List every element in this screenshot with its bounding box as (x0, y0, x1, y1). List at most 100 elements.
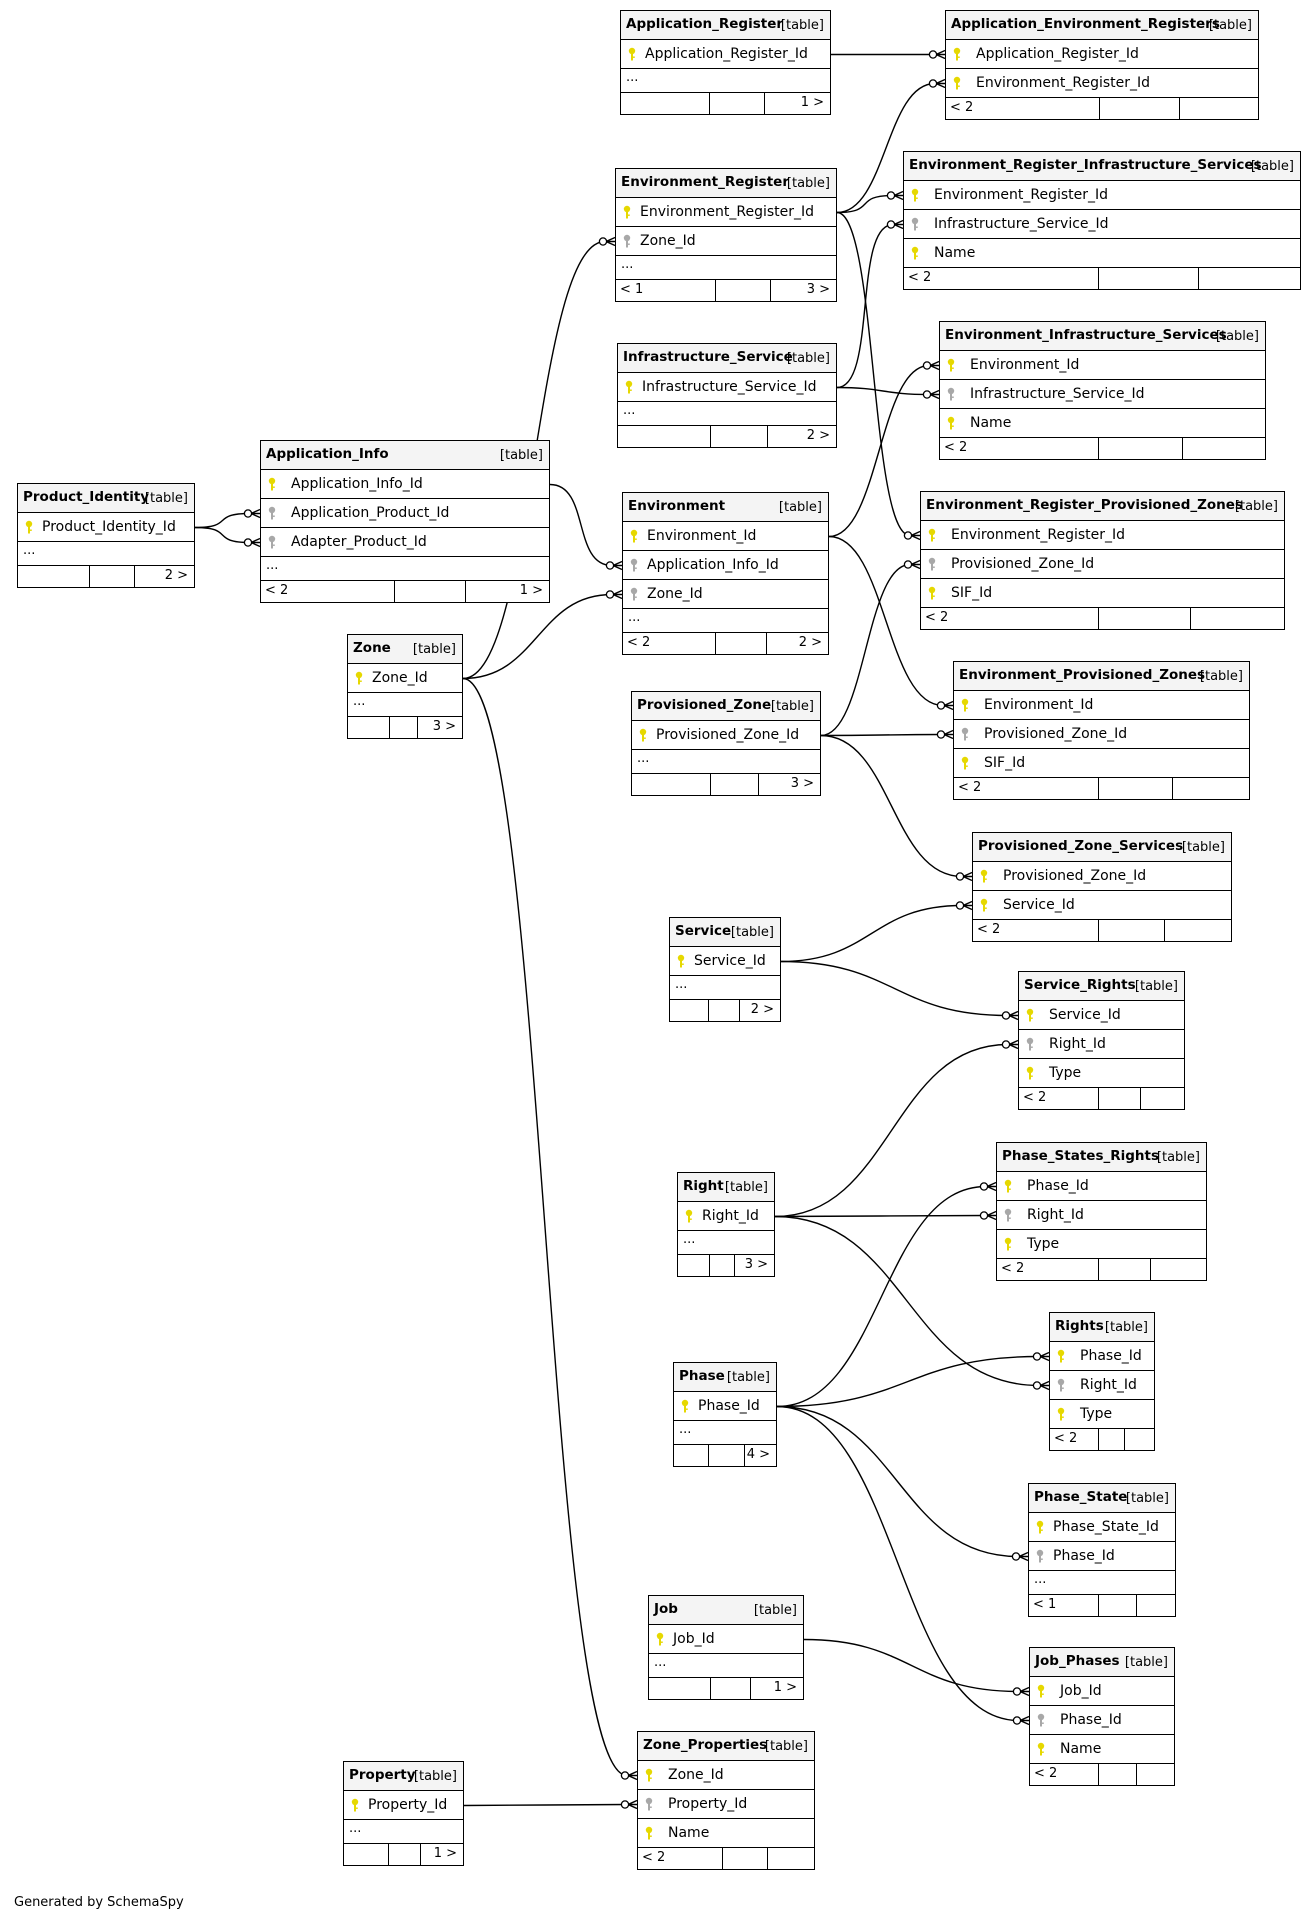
table-product-identity[interactable]: Product_Identity[table]Product_Identity_… (17, 483, 195, 588)
table-name[interactable]: Environment_Infrastructure_Services (945, 327, 1227, 343)
column-row[interactable]: Provisioned_Zone_Id (632, 721, 820, 750)
column-row[interactable]: Product_Identity_Id (18, 513, 194, 542)
table-name[interactable]: Product_Identity (23, 489, 150, 505)
column-row[interactable]: Name (940, 409, 1265, 438)
table-name[interactable]: Phase_State (1034, 1489, 1128, 1505)
child-count[interactable]: 3 > (744, 1257, 768, 1272)
parent-count[interactable]: < 2 (627, 635, 651, 650)
column-row[interactable]: Environment_Id (954, 691, 1249, 720)
table-environment-register-provisioned-zones[interactable]: Environment_Register_Provisioned_Zones[t… (920, 491, 1285, 630)
column-row[interactable]: Zone_Id (348, 664, 462, 693)
column-row[interactable]: Phase_Id (997, 1172, 1206, 1201)
column-row[interactable]: Phase_Id (1030, 1706, 1174, 1735)
table-name[interactable]: Rights (1055, 1318, 1104, 1334)
column-row[interactable]: Application_Register_Id (946, 40, 1258, 69)
column-row[interactable]: Name (1030, 1735, 1174, 1764)
table-name[interactable]: Service_Rights (1024, 977, 1136, 993)
table-name[interactable]: Application_Info (266, 446, 389, 462)
column-row[interactable]: Zone_Id (616, 227, 836, 256)
table-environment-register[interactable]: Environment_Register[table]Environment_R… (615, 168, 837, 302)
parent-count[interactable]: < 2 (950, 100, 974, 115)
table-name[interactable]: Right (683, 1178, 724, 1194)
column-row[interactable]: Environment_Register_Id (616, 198, 836, 227)
parent-count[interactable]: < 2 (1054, 1431, 1078, 1446)
child-count[interactable]: 1 > (800, 95, 824, 110)
column-row[interactable]: Phase_State_Id (1029, 1513, 1175, 1542)
column-row[interactable]: Right_Id (1019, 1030, 1184, 1059)
table-name[interactable]: Environment (628, 498, 726, 514)
table-provisioned-zone[interactable]: Provisioned_Zone[table]Provisioned_Zone_… (631, 691, 821, 796)
parent-count[interactable]: < 2 (1034, 1766, 1058, 1781)
table-job[interactable]: Job[table]Job_Id...1 > (648, 1595, 804, 1700)
parent-count[interactable]: < 2 (944, 440, 968, 455)
column-row[interactable]: Property_Id (344, 1791, 463, 1820)
column-row[interactable]: Right_Id (997, 1201, 1206, 1230)
column-row[interactable]: Application_Info_Id (623, 551, 828, 580)
table-name[interactable]: Provisioned_Zone (637, 697, 772, 713)
table-property[interactable]: Property[table]Property_Id...1 > (343, 1761, 464, 1866)
column-row[interactable]: Phase_Id (1050, 1342, 1154, 1371)
parent-count[interactable]: < 2 (642, 1850, 666, 1865)
table-name[interactable]: Job (654, 1601, 678, 1617)
column-row[interactable]: Right_Id (678, 1202, 774, 1231)
column-row[interactable]: Application_Register_Id (621, 40, 830, 69)
column-row[interactable]: Type (1019, 1059, 1184, 1088)
column-row[interactable]: Provisioned_Zone_Id (973, 862, 1231, 891)
table-zone[interactable]: Zone[table]Zone_Id...3 > (347, 634, 463, 739)
column-row[interactable]: Infrastructure_Service_Id (618, 373, 836, 402)
table-name[interactable]: Zone_Properties (643, 1737, 768, 1753)
column-row[interactable]: Name (904, 239, 1300, 268)
child-count[interactable]: 1 > (519, 583, 543, 598)
table-name[interactable]: Service (675, 923, 732, 939)
column-row[interactable]: Name (638, 1819, 814, 1848)
column-row[interactable]: Infrastructure_Service_Id (940, 380, 1265, 409)
table-provisioned-zone-services[interactable]: Provisioned_Zone_Services[table]Provisio… (972, 832, 1232, 942)
child-count[interactable]: 1 > (773, 1680, 797, 1695)
column-row[interactable]: Service_Id (670, 947, 780, 976)
table-right[interactable]: Right[table]Right_Id...3 > (677, 1172, 775, 1277)
table-name[interactable]: Zone (353, 640, 391, 656)
table-phase[interactable]: Phase[table]Phase_Id...4 > (673, 1362, 777, 1467)
parent-count[interactable]: < 2 (958, 780, 982, 795)
column-row[interactable]: Type (1050, 1400, 1154, 1429)
parent-count[interactable]: < 2 (925, 610, 949, 625)
table-name[interactable]: Provisioned_Zone_Services (978, 838, 1184, 854)
column-row[interactable]: Right_Id (1050, 1371, 1154, 1400)
table-environment-provisioned-zones[interactable]: Environment_Provisioned_Zones[table]Envi… (953, 661, 1250, 800)
column-row[interactable]: Job_Id (649, 1625, 803, 1654)
parent-count[interactable]: < 2 (265, 583, 289, 598)
column-row[interactable]: Service_Id (973, 891, 1231, 920)
table-name[interactable]: Phase (679, 1368, 725, 1384)
table-name[interactable]: Property (349, 1767, 416, 1783)
column-row[interactable]: Environment_Id (623, 522, 828, 551)
table-environment-infrastructure-services[interactable]: Environment_Infrastructure_Services[tabl… (939, 321, 1266, 460)
table-name[interactable]: Application_Register (626, 16, 784, 32)
table-name[interactable]: Job_Phases (1035, 1653, 1120, 1669)
column-row[interactable]: Phase_Id (1029, 1542, 1175, 1571)
column-row[interactable]: Infrastructure_Service_Id (904, 210, 1300, 239)
table-application-environment-registers[interactable]: Application_Environment_Registers[table]… (945, 10, 1259, 120)
parent-count[interactable]: < 2 (908, 270, 932, 285)
column-row[interactable]: Type (997, 1230, 1206, 1259)
child-count[interactable]: 3 > (806, 282, 830, 297)
table-environment-register-infrastructure-services[interactable]: Environment_Register_Infrastructure_Serv… (903, 151, 1301, 290)
column-row[interactable]: Job_Id (1030, 1677, 1174, 1706)
column-row[interactable]: Application_Product_Id (261, 499, 549, 528)
column-row[interactable]: Zone_Id (638, 1761, 814, 1790)
parent-count[interactable]: < 2 (1023, 1090, 1047, 1105)
child-count[interactable]: 2 > (164, 568, 188, 583)
table-name[interactable]: Application_Environment_Registers (951, 16, 1220, 32)
child-count[interactable]: 2 > (806, 428, 830, 443)
table-application-register[interactable]: Application_Register[table]Application_R… (620, 10, 831, 115)
column-row[interactable]: Environment_Register_Id (946, 69, 1258, 98)
child-count[interactable]: 2 > (750, 1002, 774, 1017)
table-service[interactable]: Service[table]Service_Id...2 > (669, 917, 781, 1022)
child-count[interactable]: 4 > (746, 1447, 770, 1462)
